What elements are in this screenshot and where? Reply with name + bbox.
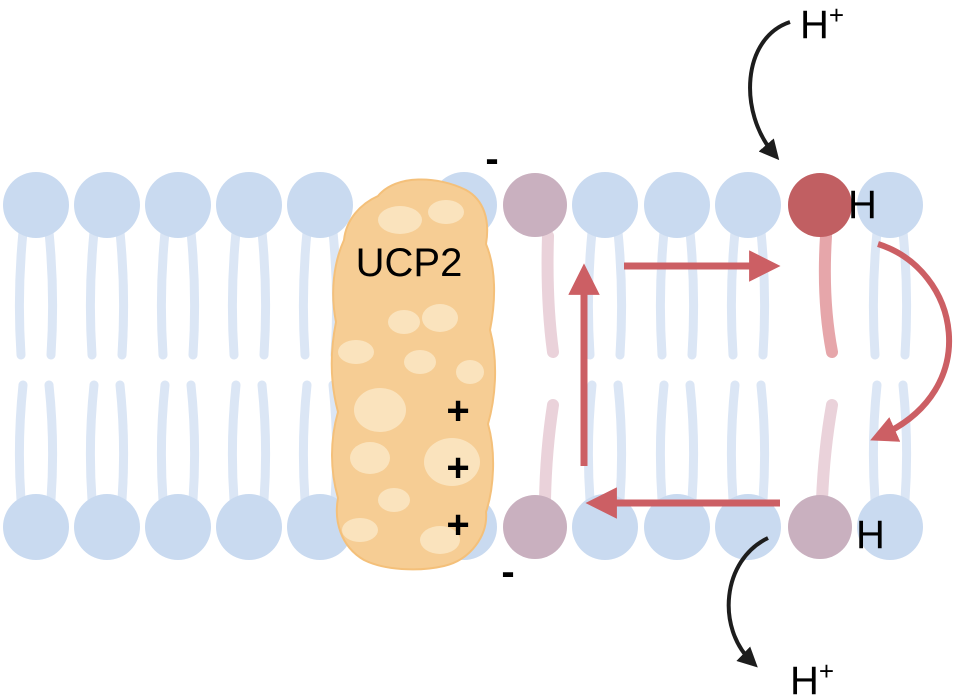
- lipid-head: [857, 172, 923, 238]
- lipid-tail: [756, 380, 770, 505]
- minus-charge-bottom: -: [501, 550, 514, 594]
- plus-charge-2: +: [446, 446, 469, 490]
- lipid-tail: [613, 380, 627, 505]
- lipid-tail: [898, 380, 912, 505]
- lipid-head: [644, 494, 710, 560]
- plus-charge-1: +: [446, 389, 469, 433]
- lipid-tail: [257, 227, 271, 360]
- lipid-tail: [186, 380, 200, 505]
- lipid-head: [74, 494, 140, 560]
- lipid-head: [216, 172, 282, 238]
- lipid-tail: [186, 227, 200, 360]
- fatty-acid-right: [788, 173, 852, 559]
- lipid-head: [857, 494, 923, 560]
- lipid-tail: [14, 380, 28, 505]
- lipid-head: [145, 172, 211, 238]
- fatty-acid-left: [503, 173, 567, 559]
- fatty-acid-head-lower: [788, 495, 852, 559]
- lipid-head: [74, 172, 140, 238]
- lipid-tail: [298, 380, 312, 505]
- lipid-tail: [685, 380, 699, 505]
- lipid-head: [216, 494, 282, 560]
- lipid-tail: [85, 227, 99, 360]
- lipid-tail: [227, 380, 241, 505]
- lipid-tail: [685, 227, 699, 360]
- ucp2-protein: UCP2 + + +: [330, 178, 497, 571]
- proton-in-label: H+: [800, 0, 844, 47]
- proton-in-arrow: [748, 20, 791, 161]
- lipid-tail: [14, 227, 28, 360]
- lipid-tail: [115, 380, 129, 505]
- lipid-tail: [726, 380, 740, 505]
- lipid-tail: [868, 227, 882, 360]
- proton-in: H+: [748, 0, 844, 161]
- lipid-head: [3, 172, 69, 238]
- lipid-tail: [756, 227, 770, 360]
- lipid-tail: [655, 227, 669, 360]
- lipid-tail: [156, 380, 170, 505]
- lipid-tail: [583, 227, 597, 360]
- lipid-tail: [726, 227, 740, 360]
- lipid-head: [145, 494, 211, 560]
- proton-out-arrow: [726, 536, 769, 668]
- lipid-head: [287, 172, 353, 238]
- lipid-head: [715, 494, 781, 560]
- hydrogen-label-bottom: H: [856, 513, 885, 557]
- plus-charge-3: +: [446, 503, 469, 547]
- lipid-tail: [868, 380, 882, 505]
- lipid-tail: [85, 380, 99, 505]
- proton-out-label: H+: [790, 656, 834, 700]
- lipid-tail: [583, 380, 597, 505]
- minus-charge-top: -: [485, 137, 498, 181]
- lipid-tail: [156, 227, 170, 360]
- lipid-head: [3, 494, 69, 560]
- lipid-tail: [298, 227, 312, 360]
- protonated-head: [788, 173, 852, 237]
- lipid-head: [572, 172, 638, 238]
- lipid-tail: [655, 380, 669, 505]
- lipid-head: [715, 172, 781, 238]
- flip-flop-cycle: [568, 241, 952, 519]
- hydrogen-label-top: H: [848, 183, 877, 227]
- arrow-curve-down: [870, 241, 952, 442]
- lipid-tail: [257, 380, 271, 505]
- lipid-tail: [227, 227, 241, 360]
- lipid-tail: [115, 227, 129, 360]
- lipid-tail: [613, 227, 627, 360]
- ucp2-label: UCP2: [356, 241, 463, 285]
- lipid-tail: [898, 227, 912, 360]
- proton-out: H+: [726, 536, 834, 700]
- lipid-heads: [3, 172, 923, 560]
- fatty-acid-head-top: [503, 173, 567, 237]
- lipid-tail: [44, 227, 58, 360]
- lipid-head: [644, 172, 710, 238]
- lipid-tail: [44, 380, 58, 505]
- fatty-acid-head-bottom: [503, 495, 567, 559]
